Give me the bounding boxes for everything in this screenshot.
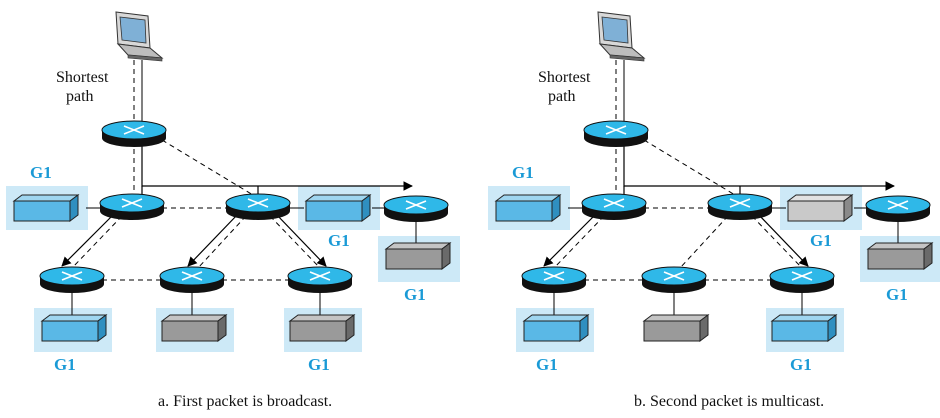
host-icon [867,242,933,270]
router-icon [521,266,587,294]
router-icon [583,120,649,148]
arrow-icon [757,213,809,267]
host-icon [289,314,355,342]
source-label: Shortest [56,69,109,86]
group-label: G1 [54,355,76,374]
arrow-icon [187,213,239,267]
source-label: Shortest [538,69,591,86]
panel-b: Shortest path G1 G1 G1 G1 G1 b. Second p… [488,11,940,410]
host-icon [643,314,709,342]
host-icon [305,194,371,222]
host-icon [41,314,107,342]
caption: b. Second packet is multicast. [634,393,824,410]
router-icon [99,193,165,221]
panel-a: Shortest path G1 G1 G1 G1 G1 a. First pa… [6,11,460,410]
router-icon [225,193,291,221]
group-label: G1 [810,231,832,250]
router-icon [581,193,647,221]
link [269,215,321,269]
arrow-icon [141,126,413,191]
group-label: G1 [536,355,558,374]
host-icon [161,314,227,342]
arrow-icon [61,213,115,267]
router-icon [707,193,773,221]
arrow-icon [543,213,597,267]
host-icon [771,314,837,342]
link [751,215,803,269]
router-icon [769,266,835,294]
host-icon [523,314,589,342]
link [197,215,247,269]
source-label: path [66,88,94,105]
router-icon [287,266,353,294]
group-label: G1 [328,231,350,250]
link [643,139,741,199]
laptop-icon [597,11,645,62]
group-label: G1 [512,163,534,182]
group-label: G1 [308,355,330,374]
host-icon [13,194,79,222]
group-label: G1 [790,355,812,374]
source-label: path [548,88,576,105]
host-icon [495,194,561,222]
laptop-icon [115,11,163,62]
caption: a. First packet is broadcast. [158,393,332,410]
link [161,139,259,199]
router-icon [101,120,167,148]
group-label: G1 [30,163,52,182]
link [679,215,729,269]
router-icon [159,266,225,294]
group-label: G1 [404,285,426,304]
link [553,215,605,269]
arrow-icon [623,126,895,191]
router-icon [39,266,105,294]
arrow-icon [275,213,327,267]
host-icon [385,242,451,270]
host-icon [787,194,853,222]
router-icon [865,195,931,223]
link [71,215,123,269]
group-label: G1 [886,285,908,304]
router-icon [641,266,707,294]
router-icon [383,195,449,223]
